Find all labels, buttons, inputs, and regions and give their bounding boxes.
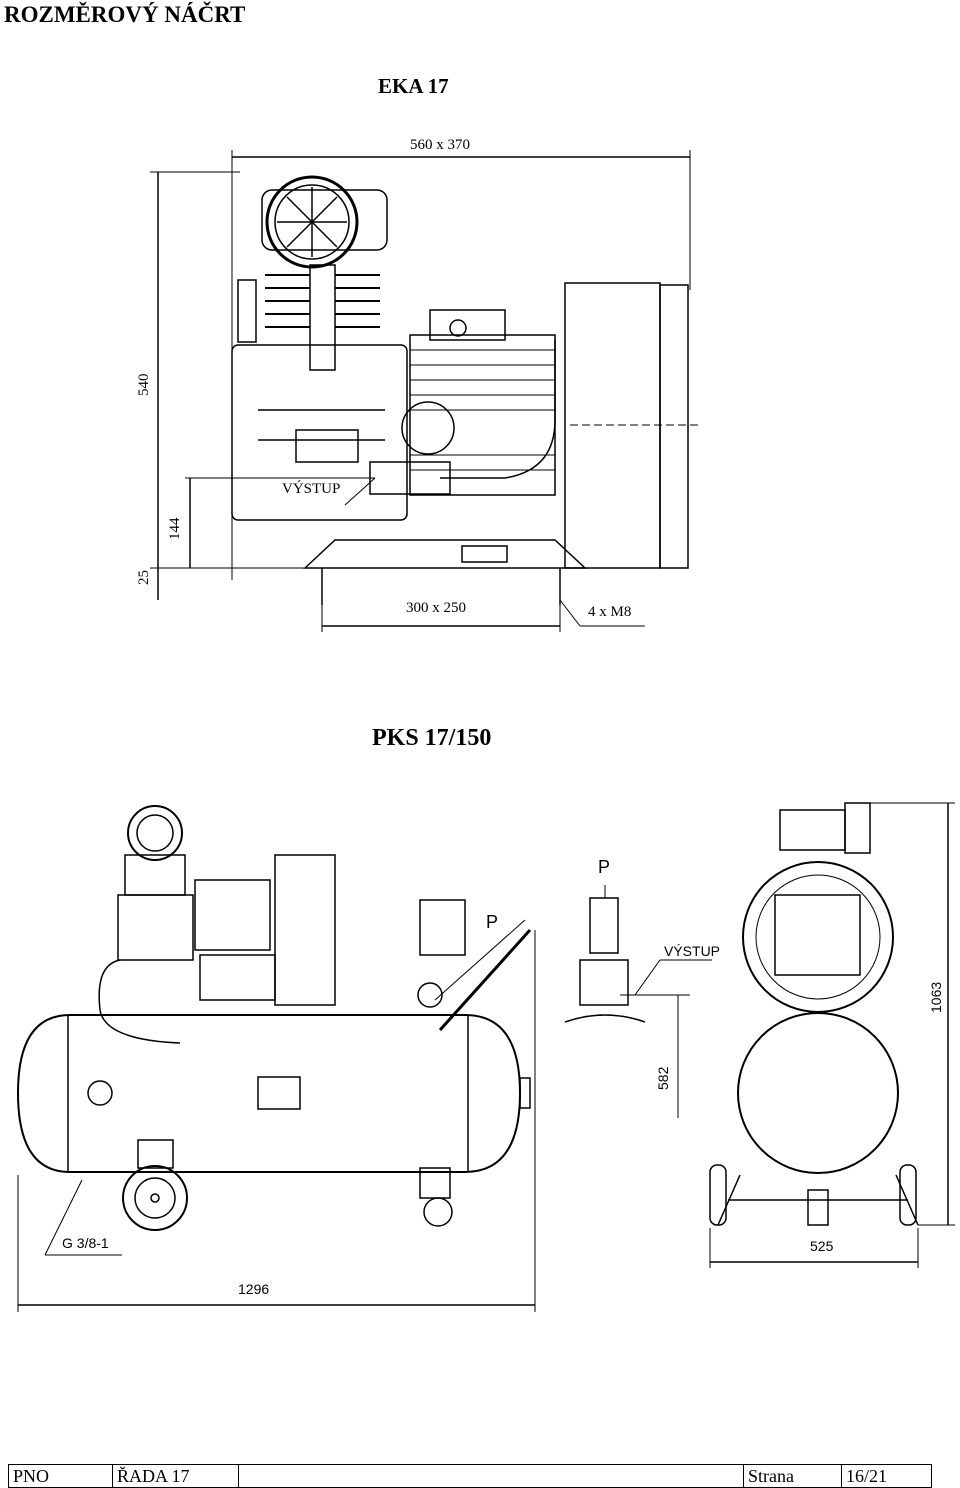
dim-outlet-height-pks: 582: [655, 1066, 671, 1090]
dim-bolts: 4 x M8: [588, 604, 632, 620]
eka17-drawing: [150, 150, 700, 632]
footer-page-number: 16/21: [846, 1466, 888, 1486]
page-title: ROZMĚROVÝ NÁČRT: [4, 2, 246, 27]
label-drain: G 3/8-1: [62, 1235, 109, 1251]
dim-length: 1296: [238, 1281, 270, 1297]
section-title-eka17: EKA 17: [378, 74, 449, 98]
label-p2: P: [598, 857, 611, 877]
footer-doc-code: PNO: [9, 1465, 113, 1487]
dim-total-height: 1063: [928, 981, 944, 1013]
label-outlet-eka: VÝSTUP: [282, 481, 341, 497]
dim-height: 540: [136, 373, 152, 397]
dim-base: 25: [136, 570, 152, 585]
dim-outlet-height: 144: [167, 517, 183, 541]
pks17-drawing: [16, 802, 955, 1312]
dim-footprint: 300 x 250: [406, 600, 466, 616]
label-outlet-pks: VÝSTUP: [664, 943, 721, 959]
dim-overall: 560 x 370: [410, 137, 470, 153]
footer-series: ŘADA 17: [113, 1465, 239, 1487]
footer-blank: [239, 1465, 744, 1487]
footer-page-label: Strana: [744, 1465, 842, 1487]
section-title-pks17: PKS 17/150: [372, 725, 492, 751]
page-footer: PNO ŘADA 17 Strana 16/21: [8, 1464, 932, 1488]
dim-width: 525: [810, 1238, 834, 1254]
label-p1: P: [486, 912, 499, 932]
